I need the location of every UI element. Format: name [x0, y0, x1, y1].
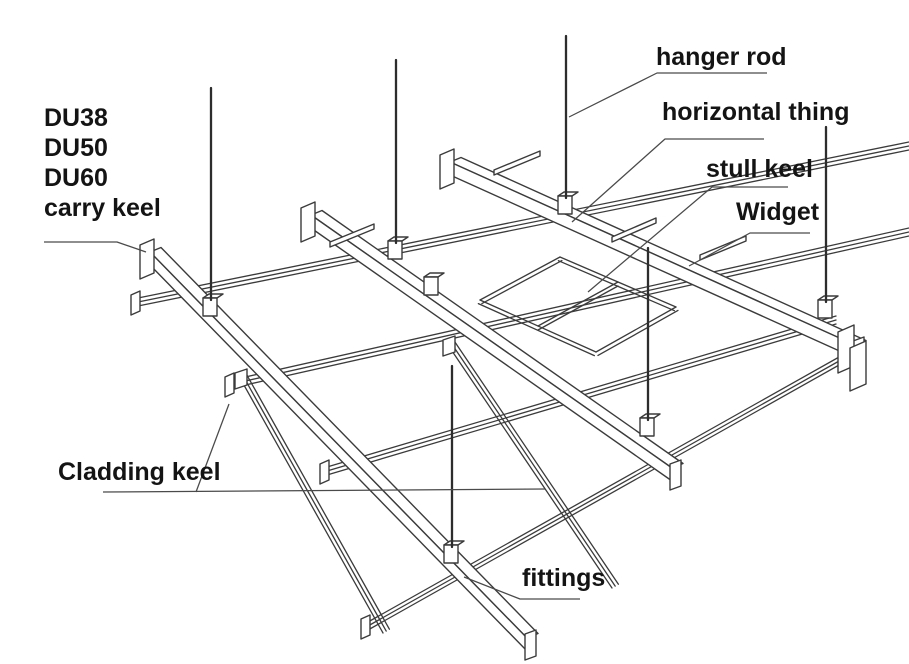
hanger-clip — [557, 195, 573, 215]
stull-keel-line — [477, 303, 596, 357]
carry-keel-end-cap — [139, 238, 155, 280]
cladding-keel-leader — [102, 488, 546, 493]
cladding-channel-end-cap — [234, 368, 248, 390]
stull-keel-line — [537, 285, 619, 331]
cladding-keel-line — [137, 145, 909, 303]
hanging-assembly-piece — [849, 340, 867, 392]
label-widget: Widget — [736, 198, 820, 226]
hanger-rod-leader — [568, 72, 767, 118]
carry-keel-end-cap — [439, 148, 455, 190]
stull-keel-leader — [587, 186, 788, 293]
hanger-clip — [202, 297, 218, 317]
widget-leader — [688, 232, 810, 267]
cladding-keel-line — [231, 227, 909, 381]
fittings-leader — [463, 576, 580, 600]
cladding-keel-end-cap — [360, 614, 371, 640]
label-du60: DU60 — [44, 164, 108, 192]
stull-keel-stub — [493, 150, 541, 176]
horizontal-thing-leader — [571, 138, 764, 223]
cladding-keel-line — [367, 355, 849, 627]
stull-keel-stub — [611, 217, 657, 243]
label-carry-keel: carry keel — [44, 194, 161, 222]
cladding-channel-line — [239, 377, 384, 634]
label-du50: DU50 — [44, 134, 108, 162]
cladding-keel-line — [367, 351, 849, 623]
label-stull-keel: stull keel — [706, 155, 813, 183]
label-carry-keel-models: DU38 DU50 DU60 carry keel — [44, 103, 161, 223]
cladding-keel-end-cap — [130, 290, 141, 316]
cladding-channel-end-cap — [442, 335, 456, 357]
stull-keel-line — [479, 256, 561, 301]
label-cladding-keel: Cladding keel — [58, 458, 221, 486]
label-du38: DU38 — [44, 104, 108, 132]
cladding-keel-line — [326, 315, 837, 468]
hanger-clip — [387, 240, 403, 260]
stull-keel-line — [595, 306, 677, 353]
label-fittings: fittings — [522, 564, 606, 592]
cladding-keel-line — [367, 359, 849, 631]
hanger-clip — [443, 544, 459, 564]
carry-keel-end-cap — [524, 629, 537, 661]
label-hanger-rod: hanger rod — [656, 43, 787, 71]
carry-keel-front-face — [310, 214, 673, 482]
stull-keel-line — [481, 259, 563, 305]
carry-keel-end-cap — [669, 459, 682, 491]
hanger-clip — [639, 417, 655, 437]
cladding-channel-line — [245, 373, 391, 630]
cladding-channel-line — [447, 344, 613, 589]
carry-keel-leader — [44, 241, 147, 253]
stull-keel-line — [537, 281, 619, 327]
cladding-keel-line — [137, 149, 909, 307]
cladding-channel-line — [453, 340, 620, 585]
label-horizontal-thing: horizontal thing — [662, 98, 850, 126]
hanger-clip — [423, 276, 439, 296]
cladding-channel-line — [450, 342, 616, 587]
cladding-keel-leader-branch — [195, 403, 230, 493]
cladding-keel-line — [137, 141, 909, 299]
stull-keel-line — [557, 260, 676, 312]
stull-keel-stub — [329, 223, 375, 248]
carry-keel-end-cap — [300, 201, 316, 243]
cladding-keel-end-cap — [224, 372, 235, 398]
stull-keel-line — [597, 309, 679, 357]
cladding-keel-end-cap — [319, 459, 330, 485]
hanger-clip — [817, 299, 833, 319]
cladding-channel-line — [242, 375, 387, 632]
carry-keel-front-face — [449, 161, 856, 359]
